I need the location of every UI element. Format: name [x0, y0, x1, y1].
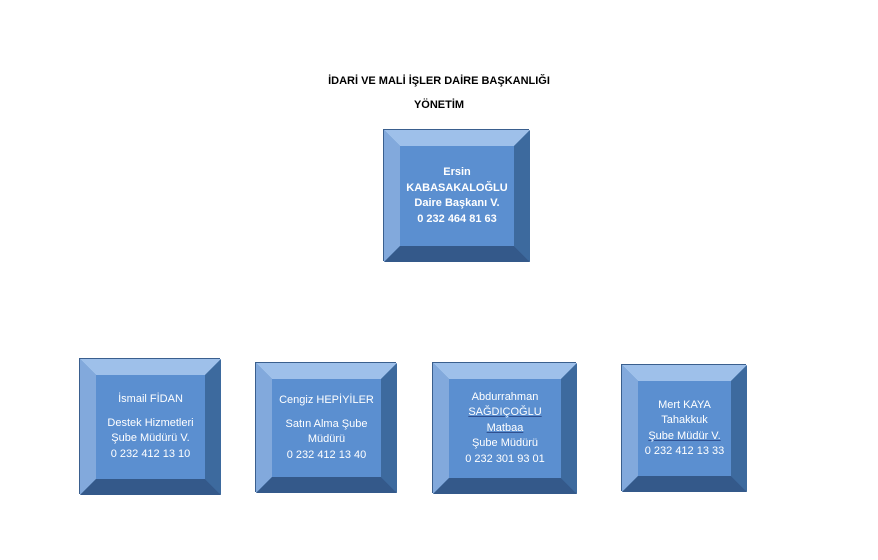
head-name: Ersin — [443, 166, 471, 178]
head-phone: 0 232 464 81 63 — [417, 212, 497, 225]
head-role: Daire Başkanı V. — [414, 197, 500, 209]
unit-dept: Tahakkuk — [661, 414, 708, 426]
unit-box-printing: Abdurrahman SAĞDIÇOĞLU Matbaa Şube Müdür… — [432, 362, 577, 494]
unit-box-purchasing: Cengiz HEPİYİLER Satın Alma Şube Müdürü … — [255, 362, 397, 493]
unit-role: Şube Müdürü — [471, 437, 539, 450]
unit-dept: Satın Alma Şube — [285, 417, 368, 430]
unit-name: Cengiz HEPİYİLER — [279, 394, 374, 406]
bevel-frame — [622, 365, 747, 492]
unit-role: Müdürü — [307, 433, 346, 445]
unit-role: Şube Müdür V. — [648, 429, 721, 442]
head-box: Ersin KABASAKALOĞLU Daire Başkanı V. 0 2… — [383, 129, 530, 262]
unit-phone: 0 232 412 13 10 — [110, 447, 191, 460]
section-subtitle: YÖNETİM — [413, 99, 465, 111]
unit-phone: 0 232 412 13 40 — [286, 448, 367, 461]
unit-box-accrual: Mert KAYA Tahakkuk Şube Müdür V. 0 232 4… — [621, 364, 747, 492]
unit-name: Abdurrahman — [471, 390, 539, 403]
unit-name: Mert KAYA — [658, 398, 711, 411]
unit-surname: SAĞDIÇOĞLU — [468, 406, 542, 419]
unit-dept: Matbaa — [486, 421, 524, 434]
unit-phone: 0 232 301 93 01 — [465, 452, 545, 465]
bevel-frame — [256, 363, 397, 493]
unit-name: İsmail FİDAN — [118, 393, 183, 405]
bevel-frame — [384, 130, 530, 262]
bevel-frame — [433, 363, 577, 494]
unit-box-support: İsmail FİDAN Destek Hizmetleri Şube Müdü… — [79, 358, 221, 495]
head-surname: KABASAKALOĞLU — [406, 181, 508, 194]
unit-role: Şube Müdürü V. — [111, 432, 190, 444]
unit-dept: Destek Hizmetleri — [107, 416, 194, 429]
bevel-frame — [80, 359, 221, 495]
department-title: İDARİ VE MALİ İŞLER DAİRE BAŞKANLIĞI — [328, 75, 550, 87]
unit-phone: 0 232 412 13 33 — [644, 445, 725, 457]
